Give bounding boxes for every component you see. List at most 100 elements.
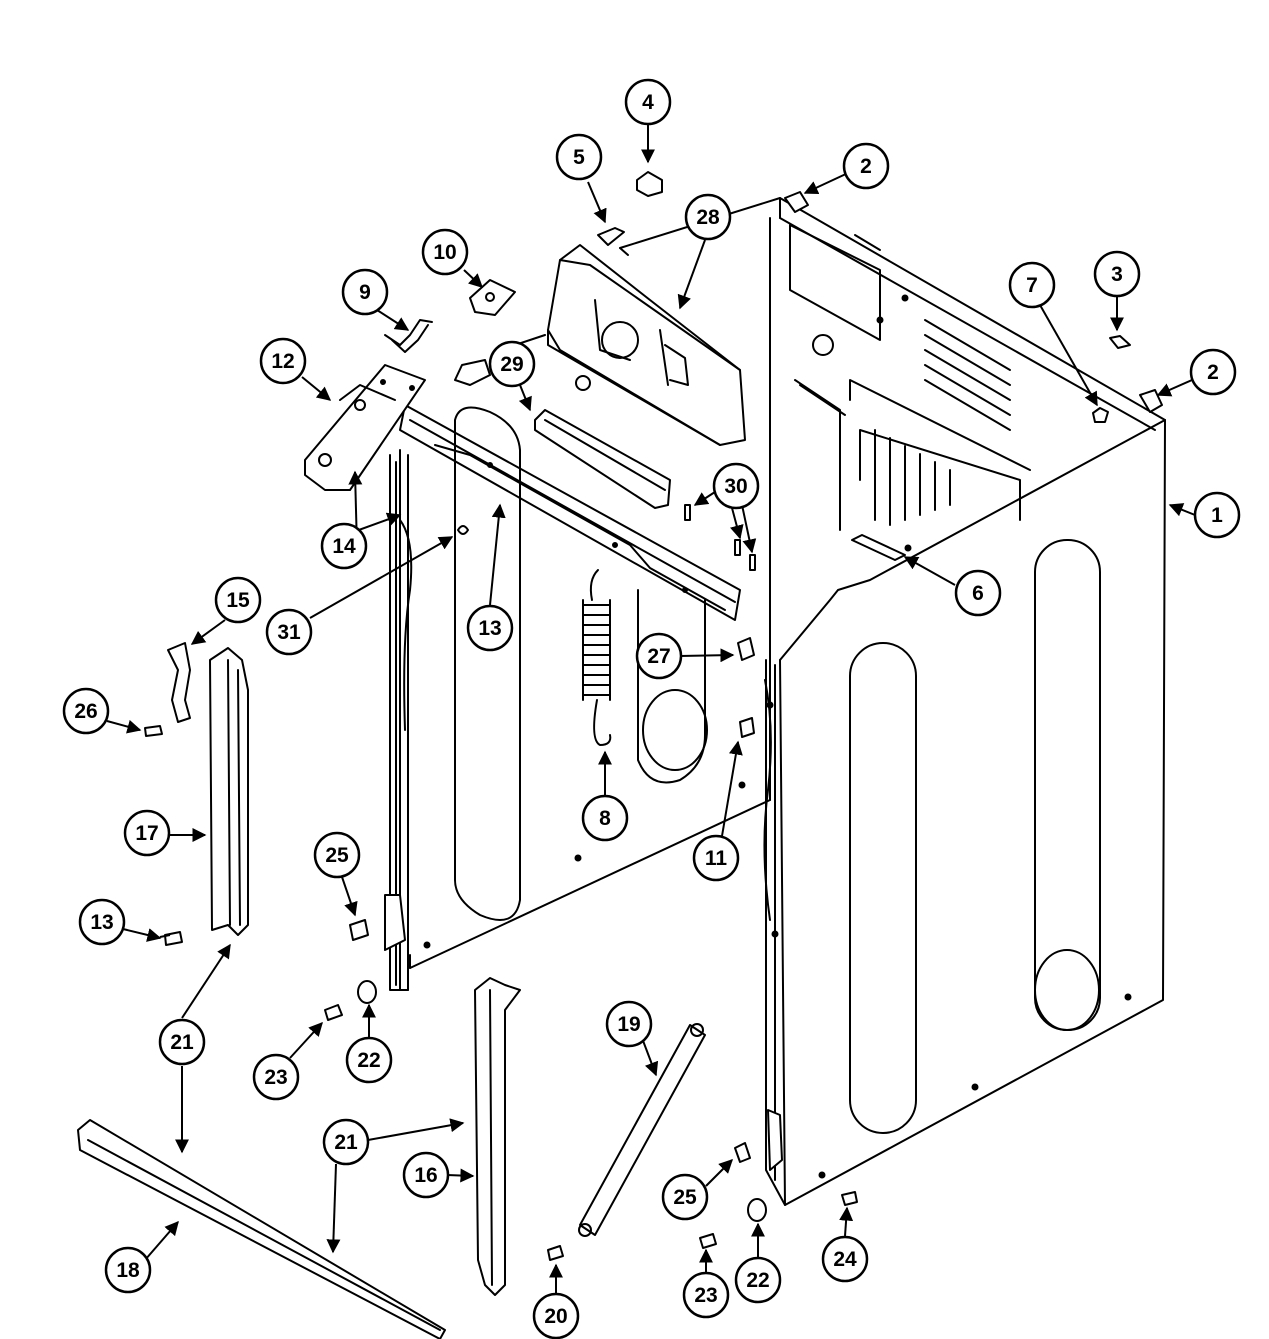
callout-14[interactable]: 14	[320, 522, 368, 570]
screw-24	[841, 1191, 858, 1206]
svg-text:19: 19	[617, 1013, 640, 1036]
callout-31[interactable]: 31	[265, 608, 313, 656]
base-rail-18	[77, 1119, 446, 1339]
callout-30[interactable]: 30	[712, 462, 760, 510]
callout-29[interactable]: 29	[488, 340, 536, 388]
callout-24[interactable]: 24	[821, 1235, 869, 1283]
callout-21[interactable]: 21	[158, 1018, 206, 1066]
corner-post-16	[474, 977, 521, 1296]
svg-text:31: 31	[277, 621, 301, 644]
svg-text:3: 3	[1111, 263, 1123, 286]
callout-22[interactable]: 22	[345, 1036, 393, 1084]
screw-23	[324, 1004, 343, 1021]
svg-text:2: 2	[860, 155, 872, 178]
cabinet-assembly	[399, 197, 1166, 1206]
callout-2[interactable]: 2	[1189, 348, 1237, 396]
callout-25[interactable]: 25	[661, 1173, 709, 1221]
callout-1[interactable]: 1	[1193, 491, 1241, 539]
svg-text:28: 28	[696, 206, 720, 229]
callout-6[interactable]: 6	[954, 569, 1002, 617]
screw-20	[547, 1245, 564, 1261]
svg-text:2: 2	[1207, 361, 1219, 384]
svg-text:23: 23	[264, 1066, 287, 1089]
screw-13	[164, 931, 183, 946]
callout-19[interactable]: 19	[605, 1000, 653, 1048]
bracket-29	[454, 334, 671, 509]
callout-13[interactable]: 13	[466, 604, 514, 652]
svg-text:20: 20	[544, 1305, 567, 1328]
svg-text:18: 18	[116, 1259, 140, 1282]
callout-23[interactable]: 23	[682, 1271, 730, 1319]
svg-text:22: 22	[357, 1049, 380, 1072]
svg-text:26: 26	[74, 700, 97, 723]
svg-text:15: 15	[226, 589, 250, 612]
callout-4[interactable]: 4	[624, 78, 672, 126]
svg-text:4: 4	[642, 91, 654, 114]
svg-text:11: 11	[705, 847, 728, 870]
svg-text:24: 24	[833, 1248, 857, 1271]
callout-18[interactable]: 18	[104, 1246, 152, 1294]
svg-text:27: 27	[647, 645, 670, 668]
callout-7[interactable]: 7	[1008, 261, 1056, 309]
svg-text:25: 25	[325, 844, 349, 867]
clip-9	[384, 319, 433, 353]
clip-11	[739, 717, 755, 738]
side-panel-cutout	[849, 642, 917, 1134]
svg-text:21: 21	[334, 1131, 358, 1154]
cap-4	[636, 171, 663, 197]
svg-text:16: 16	[414, 1164, 437, 1187]
callout-9[interactable]: 9	[341, 268, 389, 316]
callout-25[interactable]: 25	[313, 831, 361, 879]
svg-text:14: 14	[332, 535, 356, 558]
svg-text:17: 17	[135, 822, 158, 845]
svg-text:8: 8	[599, 807, 611, 830]
callout-23[interactable]: 23	[252, 1053, 300, 1101]
nut-7	[1092, 407, 1109, 423]
screws-30	[684, 504, 756, 571]
top-front-brace	[399, 404, 741, 621]
right-front-rail	[763, 679, 783, 1171]
svg-text:12: 12	[271, 350, 294, 373]
clip-27	[737, 637, 755, 661]
callout-3[interactable]: 3	[1093, 250, 1141, 298]
svg-text:13: 13	[478, 617, 501, 640]
callout-22[interactable]: 22	[734, 1256, 782, 1304]
callout-2[interactable]: 2	[842, 142, 890, 190]
screw-23-right	[699, 1233, 717, 1249]
callout-21[interactable]: 21	[322, 1118, 370, 1166]
callout-15[interactable]: 15	[214, 576, 262, 624]
callout-8[interactable]: 8	[581, 794, 629, 842]
callout-5[interactable]: 5	[555, 133, 603, 181]
callout-16[interactable]: 16	[402, 1151, 450, 1199]
svg-text:1: 1	[1211, 504, 1223, 527]
leader-lines	[106, 125, 1196, 1297]
svg-text:7: 7	[1026, 274, 1038, 297]
svg-text:30: 30	[724, 475, 747, 498]
callouts: 1 2 2 3 4 5 6 7 8 9 10 11 12 13 13 14 15…	[62, 78, 1241, 1339]
callout-27[interactable]: 27	[635, 632, 683, 680]
callout-20[interactable]: 20	[532, 1292, 580, 1339]
clip-5	[597, 227, 625, 246]
clip-2-top	[784, 191, 809, 213]
bracket-15	[167, 642, 191, 723]
grommet-31	[457, 525, 469, 535]
bracket-12	[304, 364, 426, 491]
callout-26[interactable]: 26	[62, 687, 110, 735]
nut-22	[357, 980, 377, 1004]
callout-10[interactable]: 10	[421, 228, 469, 276]
svg-text:23: 23	[694, 1284, 717, 1307]
left-front-rail	[384, 454, 413, 991]
callout-17[interactable]: 17	[123, 809, 171, 857]
strap-19	[578, 1023, 706, 1237]
svg-text:10: 10	[433, 241, 456, 264]
callout-11[interactable]: 11	[692, 834, 740, 882]
callout-28[interactable]: 28	[684, 193, 732, 241]
svg-text:13: 13	[90, 911, 113, 934]
callout-12[interactable]: 12	[259, 337, 307, 385]
svg-text:25: 25	[673, 1186, 697, 1209]
callout-13[interactable]: 13	[78, 898, 126, 946]
rear-vertical-slots	[874, 429, 951, 526]
washer-25-right	[734, 1142, 751, 1163]
back-vent-slots	[924, 319, 1011, 431]
